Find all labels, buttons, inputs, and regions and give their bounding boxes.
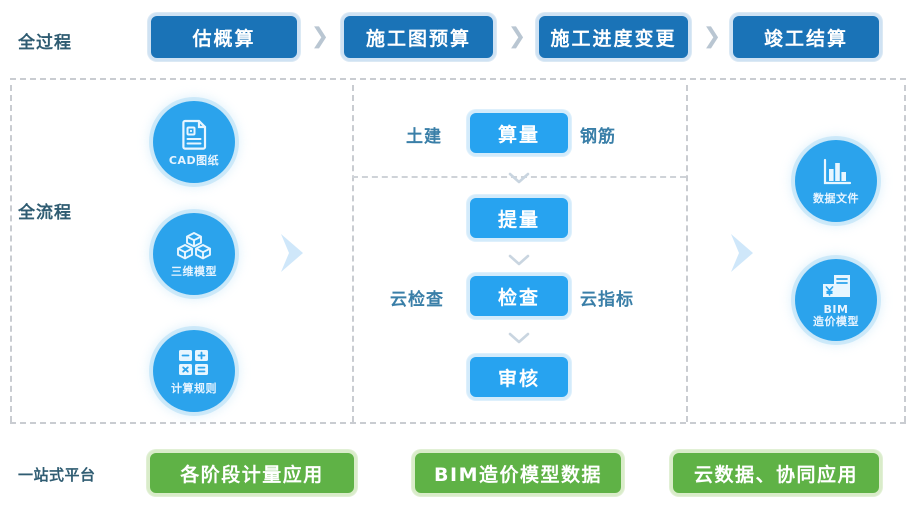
flow-step-button-1[interactable]: 算量: [467, 110, 571, 156]
bim-cost-model-icon: [820, 273, 852, 303]
panel-border-left: [10, 85, 12, 422]
three-d-model-icon: [176, 231, 212, 265]
flow-step-button-4[interactable]: 审核: [467, 354, 571, 400]
row-label-process: 全过程: [18, 33, 72, 53]
input-node-three-d-model[interactable]: 三维模型: [153, 213, 235, 295]
platform-button-1[interactable]: 各阶段计量应用: [147, 450, 357, 496]
data-file-icon: [820, 158, 852, 192]
flow-side-label-right-1: 钢筋: [580, 127, 616, 147]
output-node-bim-cost-model[interactable]: BIM 造价模型: [795, 259, 877, 341]
output-node-label-data-file: 数据文件: [813, 191, 859, 205]
stage-chevron-icon-2: ❯: [507, 24, 527, 49]
output-node-data-file[interactable]: 数据文件: [795, 140, 877, 222]
input-node-cad-drawing[interactable]: CAD图纸: [153, 101, 235, 183]
flow-down-chevron-icon-1: [508, 170, 530, 184]
center-panel-border-left: [352, 85, 354, 422]
flow-down-chevron-icon-2: [508, 252, 530, 266]
flow-side-label-right-3: 云指标: [580, 290, 634, 310]
center-panel-inner-divider: [352, 176, 686, 178]
input-node-label-cad: CAD图纸: [168, 153, 220, 167]
calculation-rule-icon: [177, 348, 211, 382]
divider-process-workflow: [10, 78, 906, 80]
stage-chevron-icon-3: ❯: [702, 24, 722, 49]
flow-side-label-left-1: 土建: [406, 127, 442, 147]
row-label-workflow: 全流程: [18, 203, 72, 223]
stage-button-1[interactable]: 估概算: [148, 13, 300, 61]
input-node-label-rule: 计算规则: [171, 381, 217, 395]
output-node-label-bim-2: 造价模型: [813, 314, 859, 328]
platform-button-3[interactable]: 云数据、协同应用: [670, 450, 882, 496]
input-node-label-model: 三维模型: [171, 264, 217, 278]
divider-workflow-platform: [10, 422, 906, 424]
flow-step-button-3[interactable]: 检查: [467, 273, 571, 319]
stage-button-4[interactable]: 竣工结算: [730, 13, 882, 61]
row-label-platform: 一站式平台: [18, 466, 96, 484]
stage-button-3[interactable]: 施工进度变更: [536, 13, 691, 61]
cad-drawing-icon: [177, 118, 211, 154]
platform-button-2[interactable]: BIM造价模型数据: [412, 450, 624, 496]
center-panel-border-right: [686, 85, 688, 422]
flow-side-label-left-3: 云检查: [390, 290, 444, 310]
flow-arrow-icon-right: [725, 230, 759, 276]
input-node-calculation-rule[interactable]: 计算规则: [153, 330, 235, 412]
flow-step-button-2[interactable]: 提量: [467, 195, 571, 241]
flow-down-chevron-icon-3: [508, 330, 530, 344]
flow-arrow-icon-left: [275, 230, 309, 276]
stage-button-2[interactable]: 施工图预算: [341, 13, 496, 61]
stage-chevron-icon-1: ❯: [310, 24, 330, 49]
output-node-label-bim: BIM: [823, 302, 849, 316]
panel-border-right: [904, 85, 906, 422]
